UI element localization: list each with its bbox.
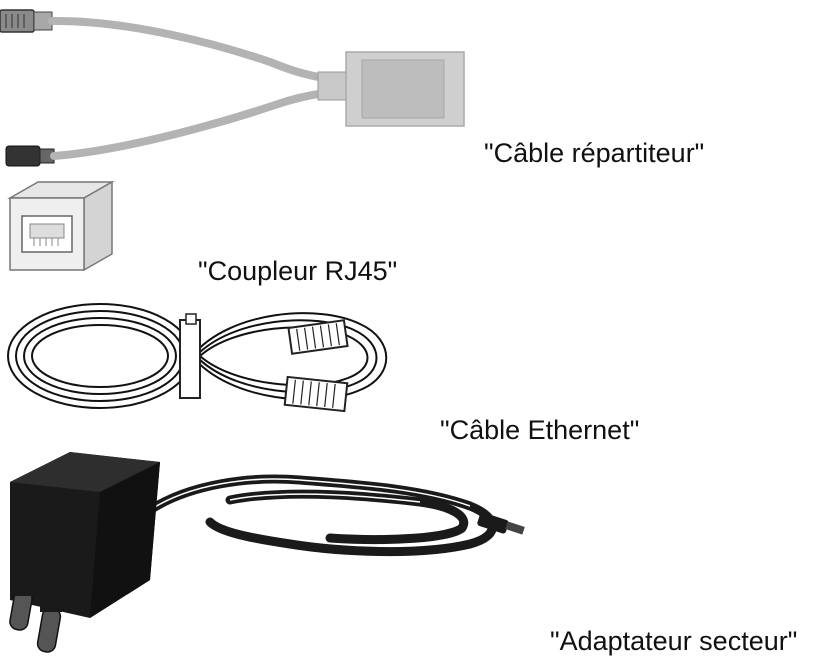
- adapter-prongs: [9, 580, 62, 653]
- power-adapter-illustration: [9, 452, 525, 653]
- adapter-dc-plug: [477, 512, 525, 535]
- ethernet-cable-label: "Câble Ethernet": [440, 415, 640, 445]
- splitter-top-plug: [0, 9, 53, 33]
- ethernet-cable-illustration: [7, 303, 388, 413]
- splitter-cable-label: "Câble répartiteur": [484, 138, 705, 168]
- splitter-box: [345, 51, 465, 127]
- ethernet-top-connector: [287, 319, 349, 355]
- splitter-top-cable: [48, 16, 329, 82]
- ethernet-bottom-connector: [283, 375, 349, 413]
- rj45-coupler-illustration: [7, 180, 115, 272]
- splitter-cable-illustration: [0, 9, 465, 167]
- adapter-body: [10, 452, 160, 618]
- splitter-bottom-cable: [50, 89, 329, 160]
- rj45-coupler-label: "Coupleur RJ45": [198, 256, 398, 286]
- splitter-bottom-plug: [5, 145, 55, 167]
- power-adapter-label: "Adaptateur secteur": [550, 626, 798, 656]
